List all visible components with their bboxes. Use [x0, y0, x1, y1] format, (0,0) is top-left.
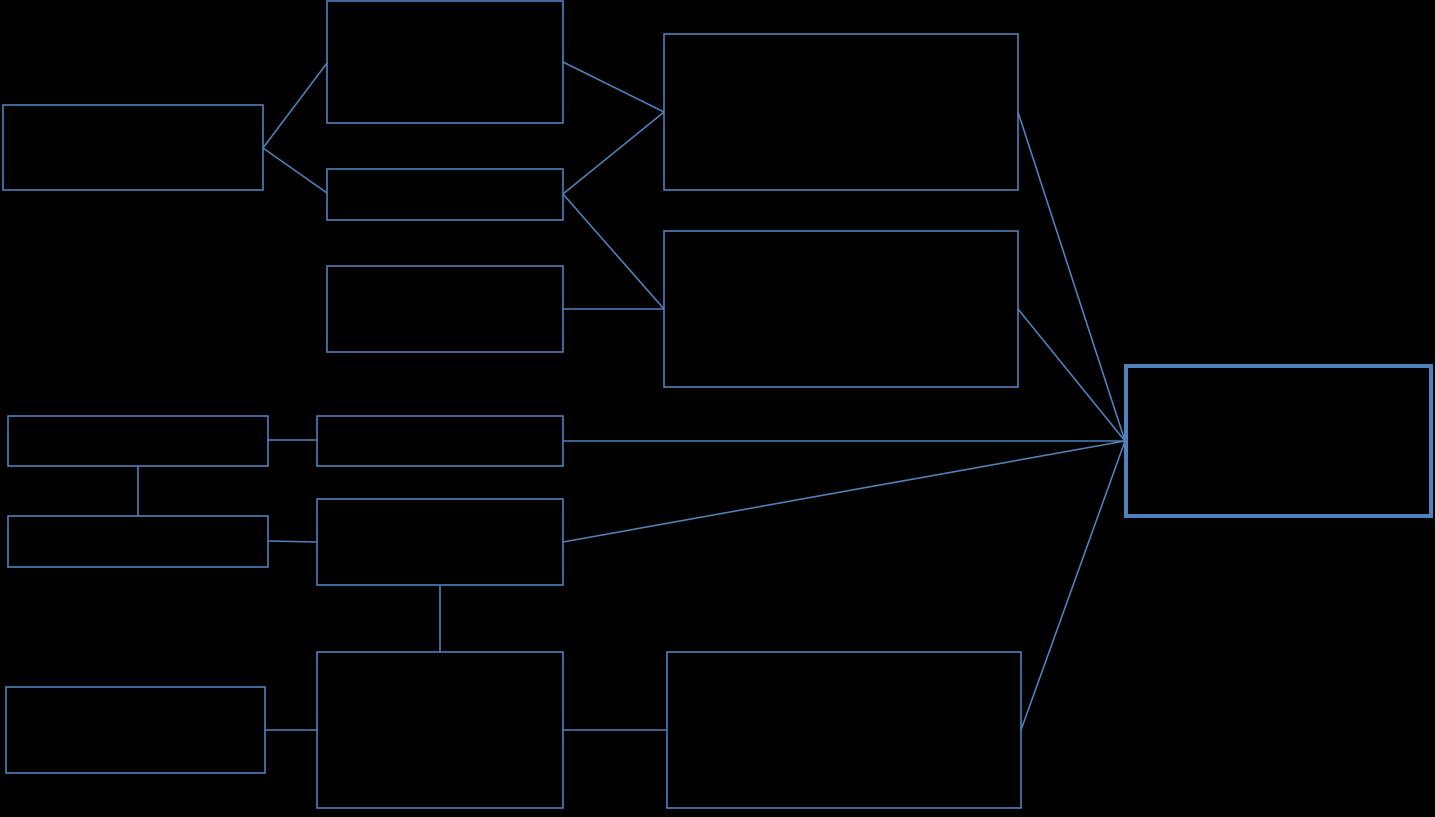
wide-box-upper: [663, 33, 1019, 191]
wide-box-lower: [666, 651, 1022, 809]
left-box-bottom-frame: [5, 686, 266, 774]
left-box-top: [2, 104, 264, 191]
mid-bar: [316, 415, 564, 467]
left-box-top-frame: [2, 104, 264, 191]
connector-n1-n2: [262, 62, 328, 149]
connector-n2-n5: [562, 61, 665, 113]
mid-box-top: [326, 0, 564, 124]
left-bar-two-frame: [7, 515, 269, 568]
connector-n13-n14: [1020, 440, 1126, 731]
mid-box-small-frame: [326, 168, 564, 221]
left-bar-one-frame: [7, 415, 269, 467]
mid-bar-frame: [316, 415, 564, 467]
connector-n10-n14: [562, 440, 1126, 543]
mid-box-center-frame: [316, 498, 564, 586]
mid-box-top-frame: [326, 0, 564, 124]
left-bar-two: [7, 515, 269, 568]
wide-box-middle-frame: [663, 230, 1019, 388]
connector-n1-n3: [262, 147, 328, 194]
left-bar-one: [7, 415, 269, 467]
connector-n3-n5: [562, 111, 665, 195]
connector-n8-n10: [267, 540, 318, 543]
connector-n5-n14: [1017, 111, 1126, 442]
connector-n3-n6: [562, 193, 665, 310]
mid-box-third: [326, 265, 564, 353]
mid-box-bottom-frame: [316, 651, 564, 809]
edge-layer: [137, 61, 1126, 731]
target-box: [1124, 364, 1433, 518]
mid-box-center: [316, 498, 564, 586]
wide-box-lower-frame: [666, 651, 1022, 809]
wide-box-upper-frame: [663, 33, 1019, 191]
mid-box-third-frame: [326, 265, 564, 353]
connector-n6-n14: [1017, 308, 1126, 442]
left-box-bottom: [5, 686, 266, 774]
wide-box-middle: [663, 230, 1019, 388]
target-box-frame: [1124, 364, 1433, 518]
mid-box-bottom: [316, 651, 564, 809]
mid-box-small: [326, 168, 564, 221]
